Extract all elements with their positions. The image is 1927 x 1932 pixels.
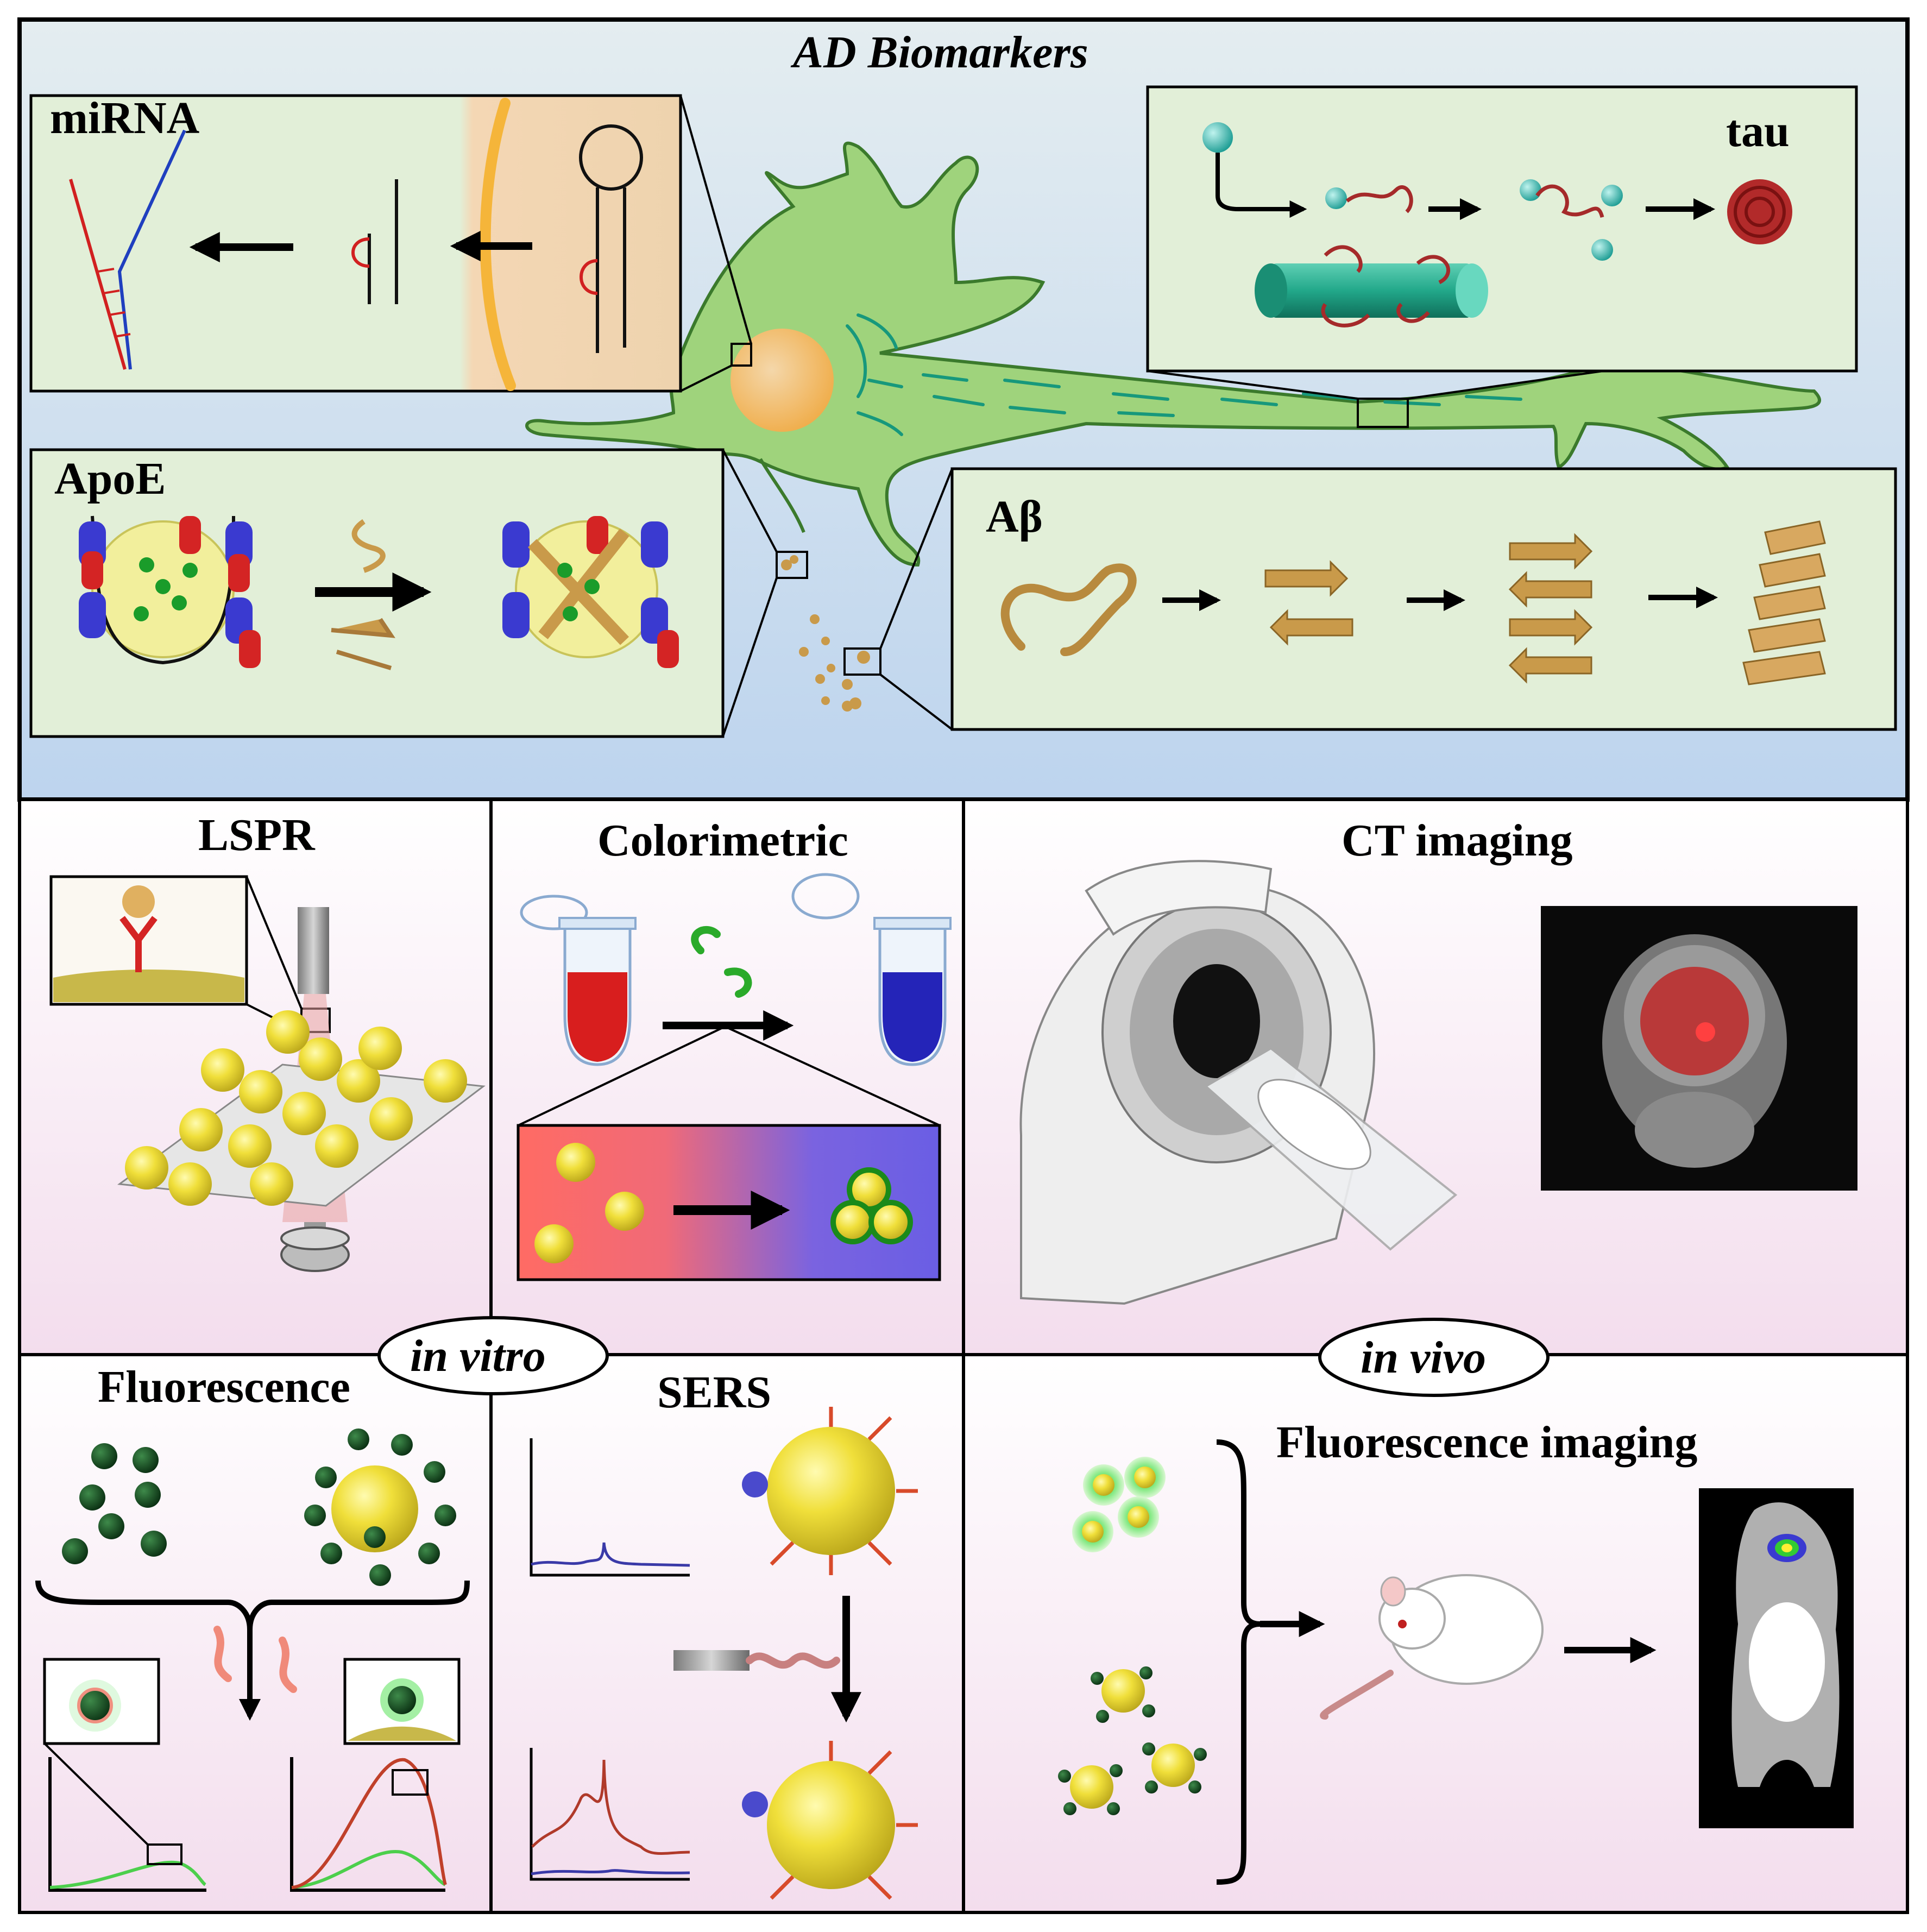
abeta-label: Aβ [986,492,1043,542]
fluorescence-imaging-illustration [1058,1439,1854,1885]
ct-illustration [1019,860,1857,1305]
fluorescence-imaging-label: Fluorescence imaging [1276,1417,1698,1468]
fluorescence-cell [18,1353,493,1914]
in-vivo-oval [1318,1318,1550,1397]
in-vitro-badge: in vitro [410,1331,546,1381]
neuron-nucleus [731,329,834,432]
sers-label: SERS [657,1367,772,1418]
apoe-label: ApoE [54,454,166,504]
mirna-inset [29,94,682,393]
sers-illustration [530,1407,918,1900]
mouse [1320,1574,1544,1720]
lspr-label: LSPR [198,810,315,860]
ct-imaging-label: CT imaging [1342,815,1573,866]
fluorescence-label: Fluorescence [98,1362,350,1412]
apoe-inset [29,448,725,738]
tau-label: tau [1726,106,1790,156]
fluorescence-mouse-image [1699,1488,1854,1828]
apoe-particle-1 [79,515,261,668]
amyloid-debris [781,555,870,712]
figure-title: AD Biomarkers [793,27,1088,78]
colorimetric-label: Colorimetric [597,815,848,866]
fluorescence-graphs [43,1742,447,1892]
abeta-inset [950,467,1897,731]
colorimetric-illustration [517,873,952,1281]
fluorescence-illustration [35,1428,470,1892]
in-vivo-badge: in vivo [1361,1332,1486,1383]
tau-inset [1146,85,1858,373]
red-tube [520,895,637,1066]
mirna-arrows [189,231,532,262]
lspr-gold-nanoparticles [125,1010,467,1206]
apoe-particle-2 [502,516,679,668]
mirna-label: miRNA [50,93,200,143]
ct-scan-image [1541,906,1857,1191]
in-vitro-oval [377,1316,609,1395]
lspr-illustration [49,875,486,1272]
neuron-illustration [525,141,1821,567]
microtubule [1255,245,1488,328]
blue-tube [791,873,952,1066]
